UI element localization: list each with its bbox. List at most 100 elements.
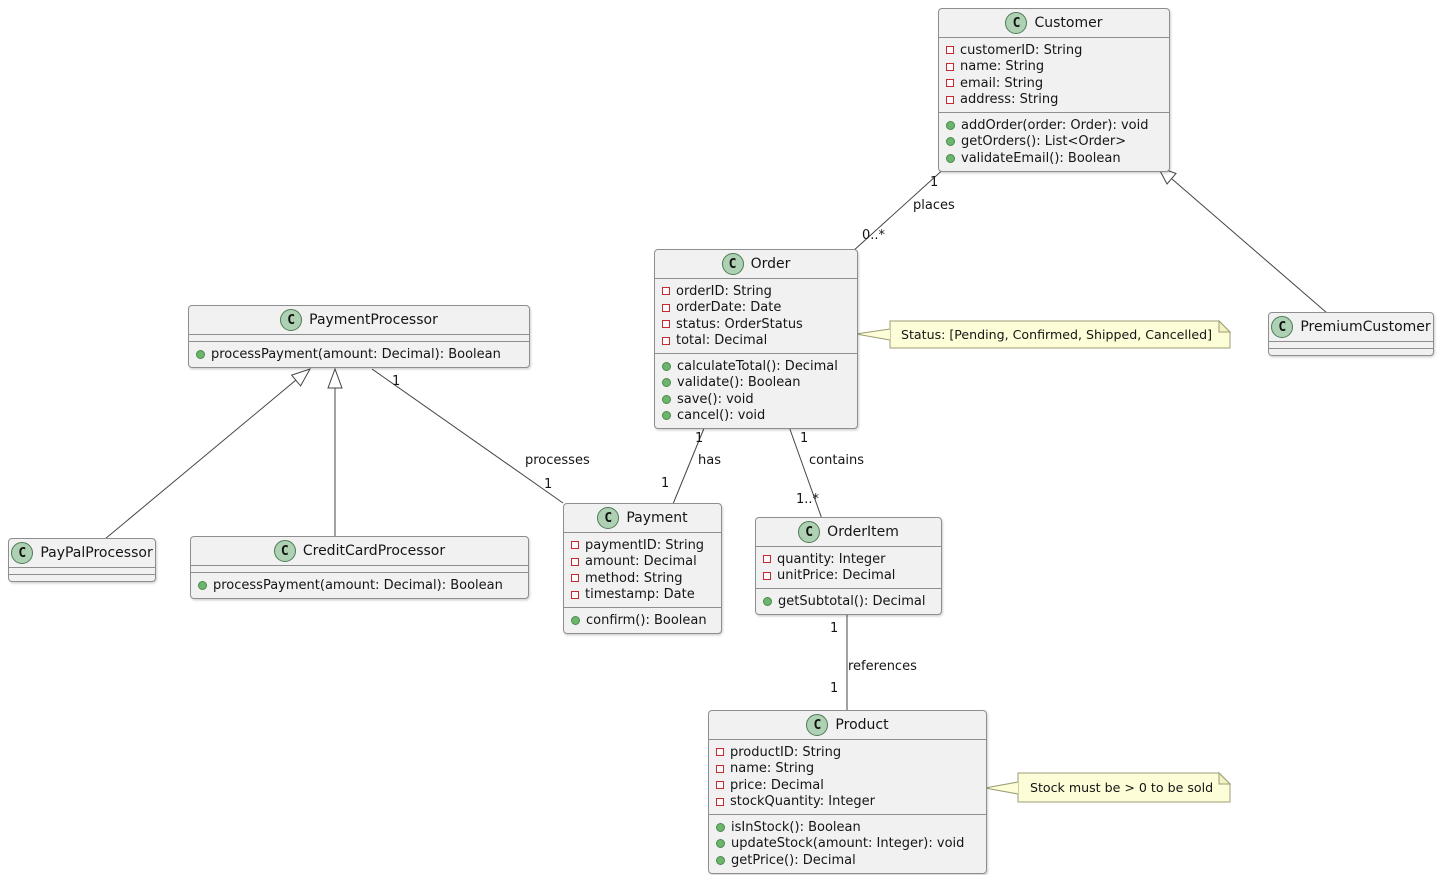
note-fold-icon [1218, 319, 1232, 333]
private-field-icon [571, 557, 579, 566]
attributes-compartment: customerID: String name: String email: S… [939, 37, 1169, 112]
class-icon: C [1271, 316, 1294, 338]
attribute-row: customerID: String [939, 42, 1169, 59]
private-field-icon [716, 781, 724, 790]
method-text: getOrders(): List<Order> [961, 134, 1127, 150]
private-field-icon [716, 748, 724, 757]
methods-compartment: processPayment(amount: Decimal): Boolean [189, 341, 529, 367]
method-row: validate(): Boolean [655, 375, 857, 392]
class-icon: C [721, 253, 744, 275]
attribute-row: name: String [709, 761, 986, 778]
class-icon: C [1005, 12, 1028, 34]
class-header: C Product [709, 711, 986, 739]
class-name: PremiumCustomer [1300, 319, 1431, 335]
class-product: C Product productID: String name: String… [708, 710, 987, 874]
method-text: confirm(): Boolean [586, 612, 707, 628]
method-text: isInStock(): Boolean [731, 819, 861, 835]
method-row: processPayment(amount: Decimal): Boolean [191, 577, 528, 594]
class-header: C OrderItem [756, 518, 941, 546]
note-status-tail [855, 328, 891, 341]
attribute-text: name: String [730, 761, 815, 777]
note-fold-icon [1218, 771, 1232, 785]
private-field-icon [571, 541, 579, 550]
attribute-row: price: Decimal [709, 777, 986, 794]
class-name: Order [750, 256, 791, 272]
class-orderitem: C OrderItem quantity: Integer unitPrice:… [755, 517, 942, 615]
association-label: references [848, 659, 917, 674]
attribute-text: unitPrice: Decimal [777, 568, 896, 584]
method-text: calculateTotal(): Decimal [677, 358, 838, 374]
private-field-icon [946, 46, 954, 55]
class-icon: C [11, 542, 34, 564]
generalization-premiumcustomer-customer [1171, 178, 1328, 314]
note-status-text: Status: [Pending, Confirmed, Shipped, Ca… [901, 327, 1213, 342]
class-name: OrderItem [827, 524, 899, 540]
method-text: validate(): Boolean [677, 375, 801, 391]
class-name: PayPalProcessor [40, 545, 153, 561]
class-name: Customer [1034, 15, 1103, 31]
methods-compartment: calculateTotal(): Decimal validate(): Bo… [655, 353, 857, 428]
methods-compartment: processPayment(amount: Decimal): Boolean [191, 572, 528, 598]
methods-compartment: confirm(): Boolean [564, 607, 721, 633]
class-header: C Payment [564, 504, 721, 532]
private-field-icon [763, 571, 771, 580]
public-method-icon [716, 839, 725, 849]
class-header: C PremiumCustomer [1269, 313, 1433, 341]
private-field-icon [662, 336, 670, 345]
attribute-text: orderID: String [676, 283, 772, 299]
public-method-icon [946, 120, 955, 130]
class-paymentprocessor: C PaymentProcessor processPayment(amount… [188, 305, 530, 368]
private-field-icon [662, 320, 670, 329]
public-method-icon [763, 596, 772, 606]
association-label: processes [525, 453, 590, 468]
attributes-compartment [1269, 341, 1433, 348]
attribute-row: stockQuantity: Integer [709, 794, 986, 811]
class-creditcardprocessor: C CreditCardProcessor processPayment(amo… [190, 536, 529, 599]
method-text: getPrice(): Decimal [731, 852, 856, 868]
attribute-row: status: OrderStatus [655, 316, 857, 333]
method-row: cancel(): void [655, 408, 857, 425]
method-text: getSubtotal(): Decimal [778, 593, 926, 609]
attribute-text: orderDate: Date [676, 300, 782, 316]
class-name: CreditCardProcessor [302, 543, 446, 559]
methods-compartment: getSubtotal(): Decimal [756, 588, 941, 614]
class-premiumcustomer: C PremiumCustomer [1268, 312, 1434, 356]
attribute-row: address: String [939, 92, 1169, 109]
note-stock-tail [984, 781, 1019, 795]
class-header: C Order [655, 250, 857, 278]
multiplicity-label: 1 [392, 374, 401, 389]
attribute-row: quantity: Integer [756, 551, 941, 568]
attributes-compartment: quantity: Integer unitPrice: Decimal [756, 546, 941, 588]
method-text: processPayment(amount: Decimal): Boolean [211, 346, 501, 362]
class-name: Payment [626, 510, 688, 526]
attribute-row: total: Decimal [655, 333, 857, 350]
multiplicity-label: 1 [661, 476, 670, 491]
attribute-text: timestamp: Date [585, 587, 695, 603]
private-field-icon [662, 287, 670, 296]
attribute-row: method: String [564, 570, 721, 587]
attribute-text: price: Decimal [730, 777, 824, 793]
class-header: C PayPalProcessor [9, 539, 155, 567]
attributes-compartment [189, 334, 529, 341]
multiplicity-label: 1 [830, 681, 839, 696]
multiplicity-label: 1 [544, 477, 553, 492]
methods-compartment [9, 574, 155, 581]
attribute-text: total: Decimal [676, 333, 768, 349]
attribute-text: amount: Decimal [585, 554, 697, 570]
public-method-icon [662, 361, 671, 371]
method-row: save(): void [655, 391, 857, 408]
method-text: save(): void [677, 391, 754, 407]
attribute-row: unitPrice: Decimal [756, 568, 941, 585]
private-field-icon [571, 590, 579, 599]
inheritance-arrow-icon [327, 367, 343, 389]
association-label: places [913, 198, 955, 213]
multiplicity-label: 1..* [796, 492, 820, 507]
private-field-icon [763, 555, 771, 564]
attributes-compartment [191, 565, 528, 572]
class-name: PaymentProcessor [309, 312, 438, 328]
generalization-paypal-paymentprocessor [104, 379, 297, 540]
method-row: isInStock(): Boolean [709, 819, 986, 836]
method-row: validateEmail(): Boolean [939, 150, 1169, 167]
private-field-icon [946, 79, 954, 88]
public-method-icon [662, 411, 671, 421]
